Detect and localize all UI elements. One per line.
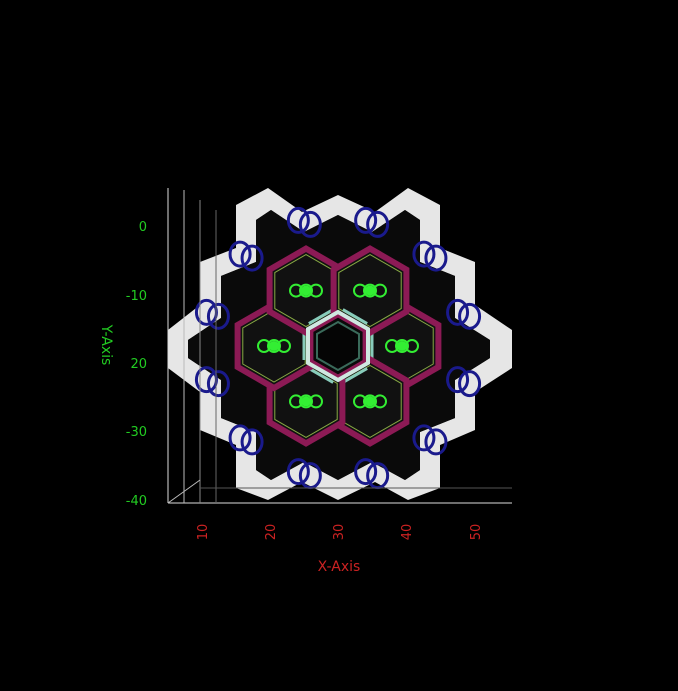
blue-blob [206,370,230,398]
petal-teal-bar [342,308,368,325]
petal-green-ring [299,394,313,409]
x-tick-label: 50 [469,524,484,541]
blue-blob [412,240,436,268]
blue-blob-ring [194,206,482,490]
petal-teal-bar [308,308,334,325]
x-axis-title: X-Axis [318,559,361,575]
blue-blob [458,302,482,330]
blue-blob [286,458,310,486]
petal-green-core [365,396,375,407]
petal-green-core [365,285,375,296]
y-tick-label: -40 [126,494,147,509]
petal-green-ring [395,339,409,353]
blue-blob [458,370,482,398]
blue-blob [228,424,252,452]
center-hex-inner [316,320,360,372]
blue-blob [412,424,436,452]
petal-hex-rim [338,254,402,328]
petal-green-core [301,396,311,407]
blue-blob [206,302,230,330]
petal-teal-bar [308,367,334,384]
y-tick-label: 0 [139,220,147,235]
y-tick-label: -30 [126,425,147,440]
y-tick-label: 20 [130,357,147,372]
x-tick-label: 10 [196,524,211,541]
y-axis-title: Y-Axis [98,324,114,366]
x-axis-ticks: 10 20 30 40 50 [196,524,484,541]
petal-green-ring [299,283,313,298]
blue-blob [354,206,378,234]
petal-green-ring [363,283,377,298]
blue-blob [366,210,390,238]
x-tick-label: 30 [332,524,347,541]
blue-blob [354,458,378,486]
petal-green-core [301,285,311,296]
blue-blob [286,206,310,234]
y-axis-ticks: 0 -10 20 -30 -40 [126,220,147,509]
blue-blob [228,240,252,268]
blue-blob [240,244,264,272]
y-tick-label: -10 [126,289,147,304]
blue-blob [424,428,448,456]
grid-diag [167,479,201,504]
blue-blob [424,244,448,272]
center-hexagon [306,309,370,383]
petal-green-ring [363,394,377,409]
blue-blob [240,428,264,456]
petal-green-core [397,341,407,351]
petal-teal-bar [342,367,368,384]
petal-green-core [269,341,279,351]
petal-green-ring [267,339,281,353]
blue-blob [298,210,322,238]
center-hex-outer [306,309,370,383]
blue-blob [446,298,470,326]
x-tick-label: 40 [400,524,415,541]
blue-blob [446,366,470,394]
x-tick-label: 20 [264,524,279,541]
axis-frame [167,188,512,504]
